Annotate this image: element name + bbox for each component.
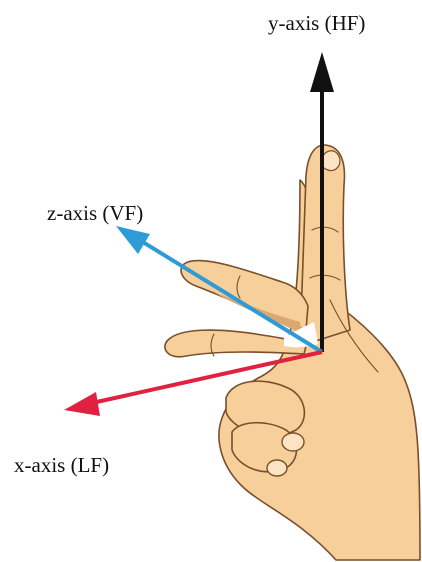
x-axis-label: x-axis (LF)	[14, 455, 109, 476]
little-fingernail	[267, 460, 287, 476]
x-axis-arrowhead	[64, 392, 100, 416]
ring-fingernail	[282, 433, 304, 451]
z-axis-label: z-axis (VF)	[47, 203, 143, 224]
y-axis-arrowhead	[310, 52, 334, 92]
index-fingernail	[321, 151, 340, 171]
z-axis-arrowhead	[116, 226, 150, 254]
y-axis-label: y-axis (HF)	[268, 13, 365, 34]
hand-illustration	[165, 145, 420, 560]
